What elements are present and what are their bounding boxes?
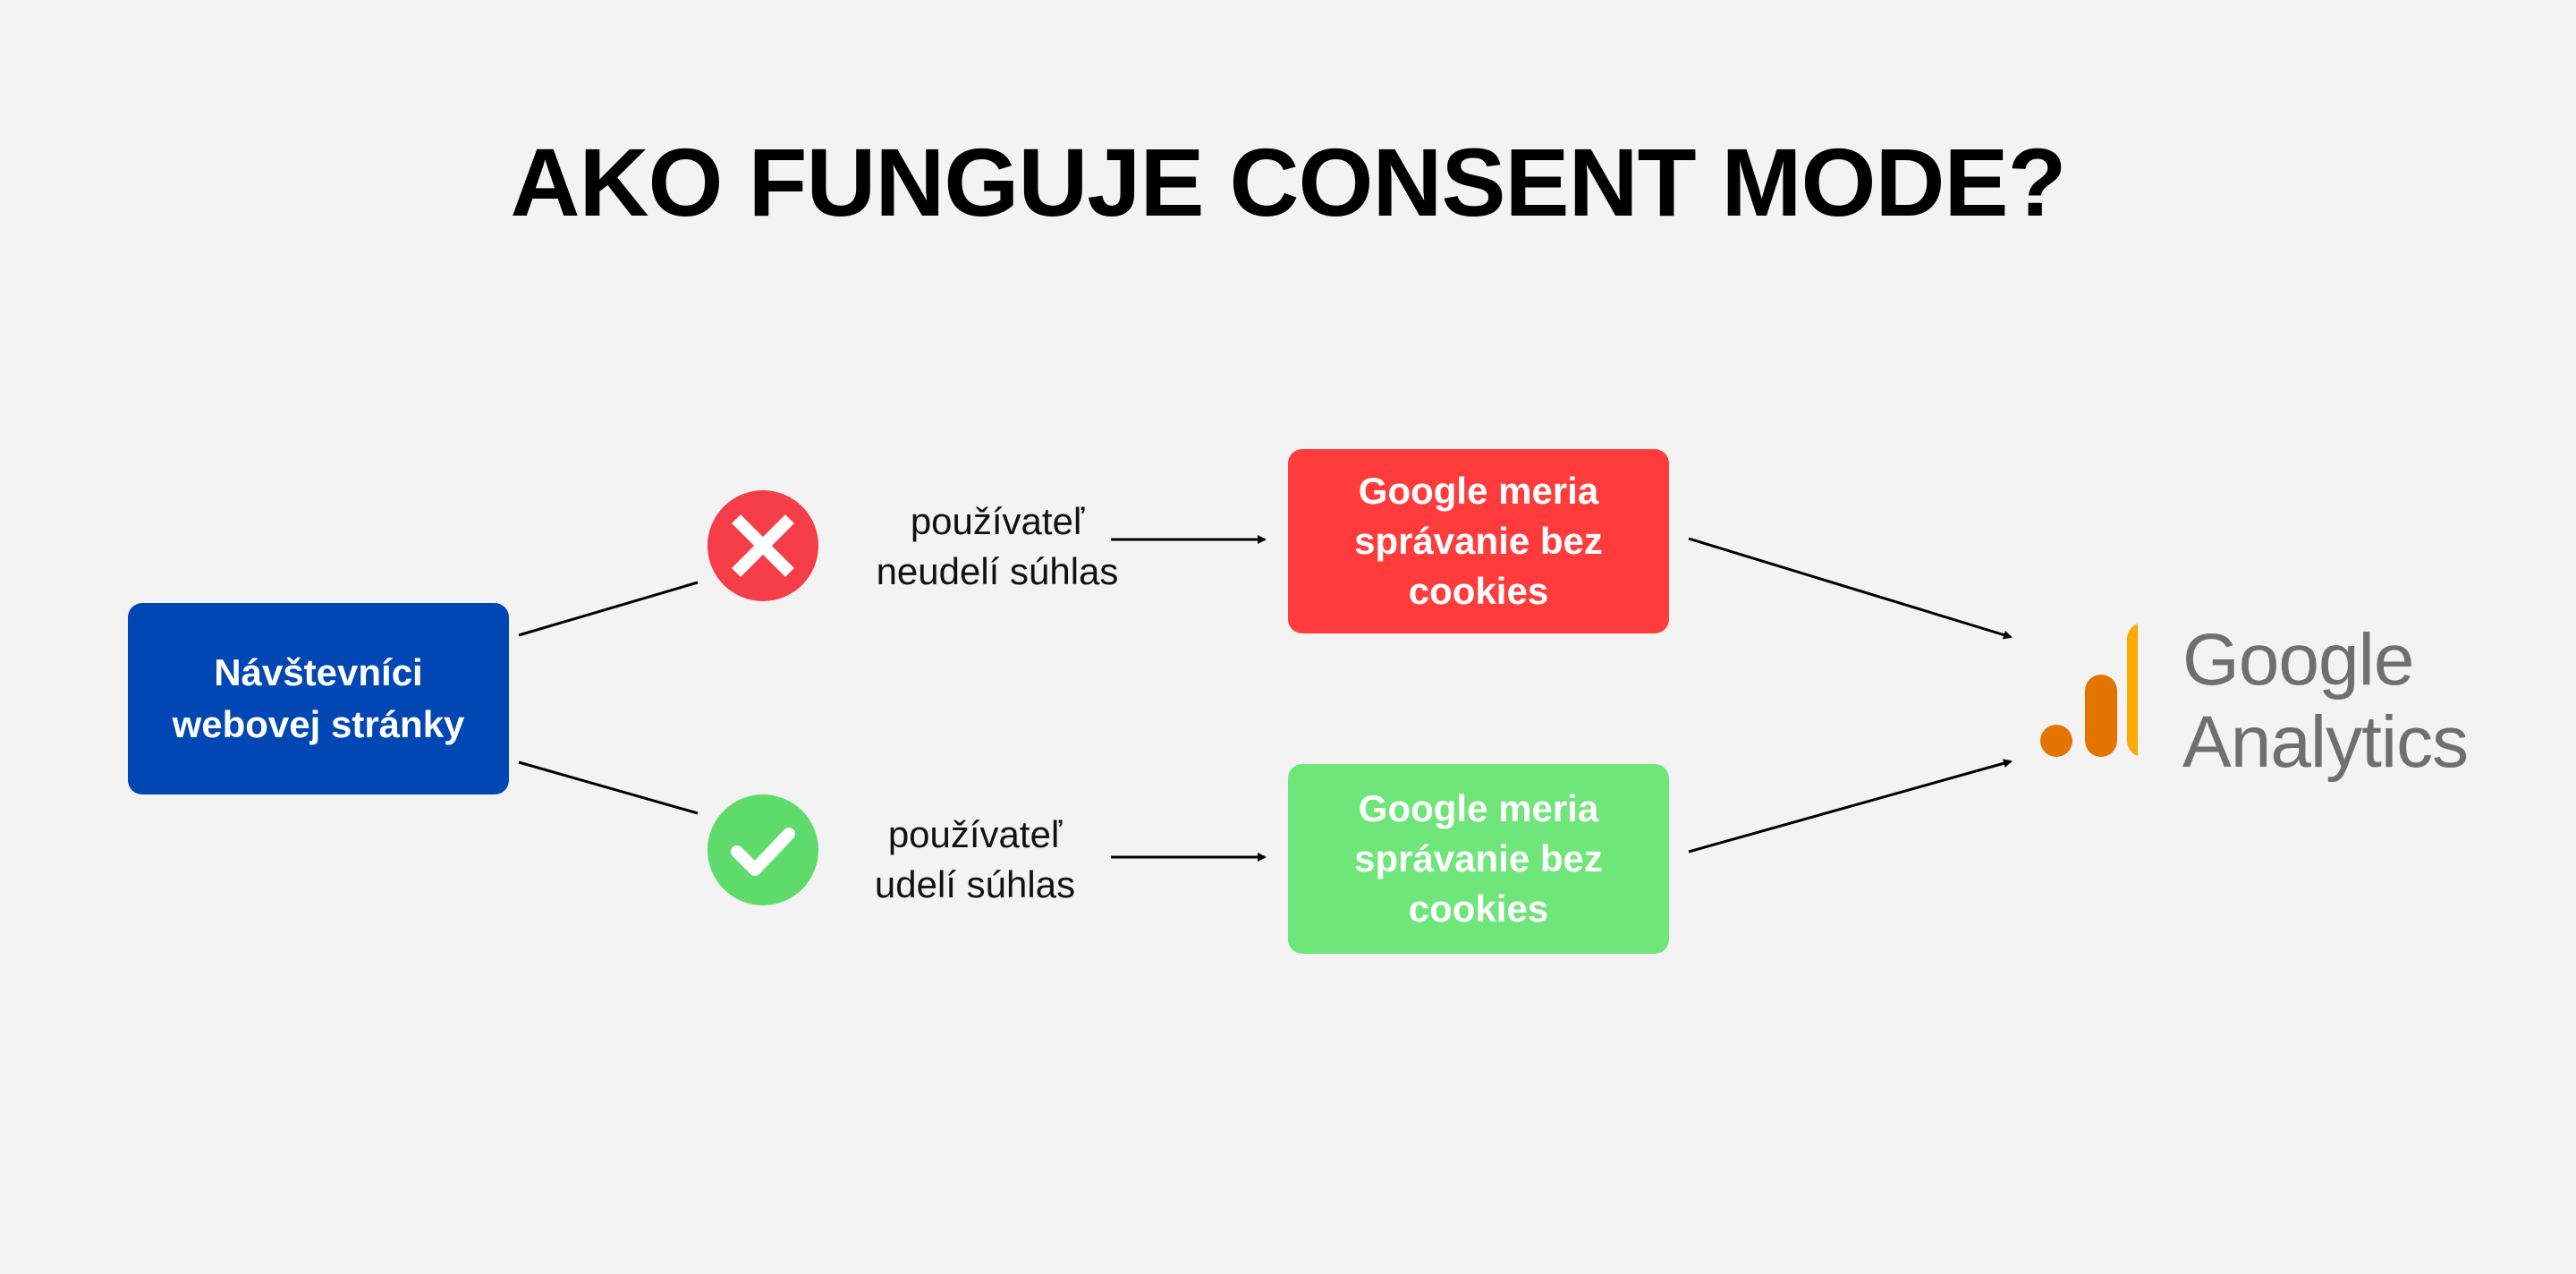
denied-indicator [708, 490, 818, 601]
arrow-denied-result-to-analytics [1688, 537, 2012, 640]
google-analytics-icon [2040, 624, 2138, 757]
granted-indicator [708, 794, 818, 905]
denied-result-label: Google meria správanie bez cookies [1354, 470, 1603, 612]
visitors-box: Návštevníci webovej stránky [128, 603, 509, 794]
granted-result-label: Google meria správanie bez cookies [1354, 787, 1603, 930]
line-visitors-to-denied [518, 581, 699, 637]
denied-label: používateľ neudelí súhlas [876, 500, 1119, 592]
google-analytics-wordmark: Google Analytics [2182, 619, 2469, 784]
arrow-granted-result-to-analytics [1688, 759, 2012, 854]
visitors-label: Návštevníci webovej stránky [172, 651, 465, 745]
denied-result-box: Google meria správanie bez cookies [1288, 449, 1669, 633]
checkmark-icon [708, 794, 818, 905]
ga-wordmark-line2: Analytics [2182, 701, 2469, 783]
granted-result-box: Google meria správanie bez cookies [1288, 764, 1669, 954]
ga-wordmark-line1: Google [2182, 619, 2414, 701]
line-visitors-to-granted [518, 760, 699, 815]
close-x-icon [708, 490, 818, 601]
page-title: AKO FUNGUJE CONSENT MODE? [510, 128, 2066, 236]
granted-label: používateľ udelí súhlas [874, 813, 1076, 905]
